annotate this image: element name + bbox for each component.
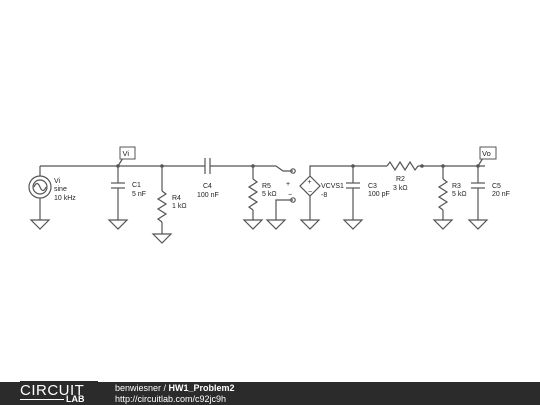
vcvs-plus-label: + xyxy=(286,181,290,188)
svg-text:−: − xyxy=(308,189,312,196)
vcvs-gain: -8 xyxy=(321,192,327,199)
c1-value: 5 nF xyxy=(132,191,146,198)
vcvs-name: VCVS1 xyxy=(321,183,344,190)
c3-value: 100 pF xyxy=(368,191,390,198)
logo-lab-text: LAB xyxy=(66,394,85,404)
vcvs-input-terminals[interactable] xyxy=(265,168,296,230)
wire-node-c4 xyxy=(210,165,293,172)
title-separator: / xyxy=(161,383,169,393)
resistor-r3[interactable] xyxy=(432,166,454,230)
r3-value: 5 kΩ xyxy=(452,191,467,198)
resistor-r2[interactable] xyxy=(353,160,443,172)
r4-name: R4 xyxy=(172,195,181,202)
r5-value: 5 kΩ xyxy=(262,191,277,198)
c4-name: C4 xyxy=(203,183,212,190)
c1-name: C1 xyxy=(132,182,141,189)
logo-trace-line xyxy=(20,399,64,400)
capacitor-c1[interactable] xyxy=(107,166,129,230)
vi-source-name: Vi xyxy=(54,178,61,185)
vcvs-minus-label: − xyxy=(288,192,292,199)
c5-name: C5 xyxy=(492,183,501,190)
capacitor-c3[interactable] xyxy=(342,166,364,230)
footer-caption: benwiesner / HW1_Problem2 http://circuit… xyxy=(115,383,235,405)
footer-bar xyxy=(0,382,540,405)
circuitlab-logo[interactable]: CIRCUIT LAB xyxy=(20,381,98,405)
resistor-r5[interactable] xyxy=(242,166,264,230)
c3-name: C3 xyxy=(368,183,377,190)
svg-text:+: + xyxy=(308,179,312,186)
circuit-schematic: Vi sine 10 kHz Vi C1 5 nF R4 1 kΩ C4 100… xyxy=(28,146,510,244)
r4-value: 1 kΩ xyxy=(172,203,187,210)
capacitor-c5[interactable] xyxy=(467,166,489,230)
r5-name: R5 xyxy=(262,183,271,190)
vi-source-type: sine xyxy=(54,186,67,193)
probe-vi-label: Vi xyxy=(123,149,130,158)
logo-circuit-text: CIRCUIT xyxy=(20,382,85,399)
circuit-title[interactable]: HW1_Problem2 xyxy=(168,383,235,393)
probe-vo-label: Vo xyxy=(482,149,491,158)
junction-dot xyxy=(420,164,424,168)
r3-name: R3 xyxy=(452,183,461,190)
vcvs-source[interactable]: + − xyxy=(299,165,353,230)
sine-source-vi[interactable] xyxy=(28,166,52,230)
probe-vi[interactable]: Vi xyxy=(117,146,136,167)
c5-value: 20 nF xyxy=(492,191,510,198)
vi-source-frequency: 10 kHz xyxy=(54,195,76,202)
capacitor-c4[interactable] xyxy=(204,158,211,174)
author-link[interactable]: benwiesner xyxy=(115,383,162,393)
c4-value: 100 nF xyxy=(197,192,219,199)
resistor-r4[interactable] xyxy=(151,166,173,244)
r2-name: R2 xyxy=(396,176,405,183)
probe-vo[interactable]: Vo xyxy=(477,146,497,167)
r2-value: 3 kΩ xyxy=(393,185,408,192)
circuit-url[interactable]: http://circuitlab.com/c92jc9h xyxy=(115,394,227,404)
